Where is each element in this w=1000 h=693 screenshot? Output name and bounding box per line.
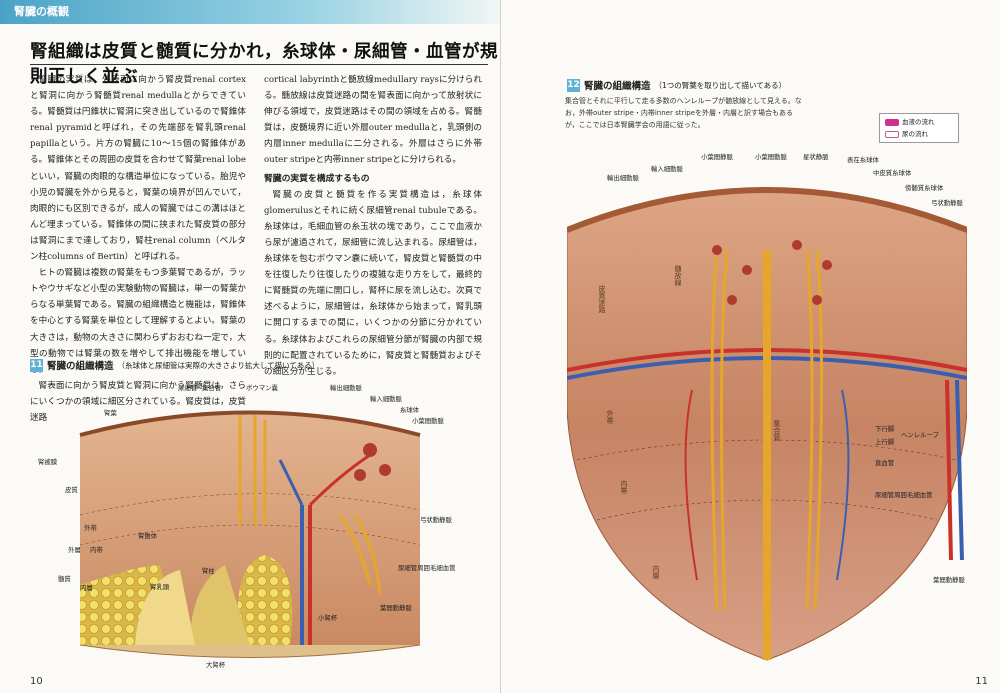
kidney-tissue-diagram xyxy=(79,410,421,658)
label-inner-zone: 内層 xyxy=(652,565,660,579)
label-glomerulus: 糸球体 xyxy=(400,406,420,414)
left-page: 腎臓の概観 腎組織は皮質と髄質に分かれ，糸球体・尿細管・血管が規則正しく並ぶ 腎… xyxy=(0,0,500,693)
headline-rule xyxy=(30,64,488,65)
label-interlobar-vessels: 葉間動静脈 xyxy=(380,604,412,612)
label-peritubular-capillaries: 尿細管周囲毛細血管 xyxy=(875,491,933,499)
paragraph: cortical labyrinthと髄放線medullary raysに分けら… xyxy=(264,75,482,166)
label-medullary-ray: 髄放線 xyxy=(674,265,682,286)
renal-lobe-diagram xyxy=(567,187,967,661)
label-vasa-recta: 直血管 xyxy=(875,459,895,467)
text-column-1: 腎臓の実質は，外表面に向かう腎皮質renal cortexと腎洞に向かう腎髄質r… xyxy=(30,72,246,426)
subheading: 腎臓の実質を構成するもの xyxy=(264,173,370,184)
figure-note: （1つの腎葉を取り出して描いてある） xyxy=(654,80,787,90)
label-stellate-vein: 星状静脈 xyxy=(803,153,829,161)
figure-title: 腎臓の組織構造 xyxy=(584,81,651,92)
label-cortex: 皮質 xyxy=(65,486,78,494)
paragraph: 腎表面に向かう腎皮質と腎洞に向かう腎髄質は，さらにいくつかの領域に細区分されてい… xyxy=(30,380,246,423)
label-outer-stripe: 外帯 xyxy=(84,524,97,532)
figure-number: 11 xyxy=(30,358,43,372)
label-cortical-labyrinth: 皮質迷路 xyxy=(598,285,606,313)
label-inner-zone: 内層 xyxy=(80,584,93,592)
label-midcortical-glomerulus: 中皮質糸球体 xyxy=(873,169,912,177)
label-collecting-duct: 集合管 xyxy=(202,384,222,392)
label-descending-limb: 下行脚 xyxy=(875,425,895,433)
blood-flow-arrow-icon xyxy=(885,118,899,126)
label-interlobular-artery: 小葉間動脈 xyxy=(412,417,444,425)
label-interlobular-artery: 小葉間動脈 xyxy=(755,153,787,161)
label-afferent-arteriole: 輸入細動脈 xyxy=(651,165,683,173)
figure-12-caption: 12 腎臓の組織構造 （1つの腎葉を取り出して描いてある） xyxy=(567,78,786,92)
label-renal-lobe: 腎葉 xyxy=(104,409,117,417)
label-interlobar-vessels: 葉間動静脈 xyxy=(933,576,965,584)
label-major-calyx: 大腎杯 xyxy=(206,661,226,669)
figure-title: 腎臓の組織構造 xyxy=(47,361,114,372)
legend-blood: 血液の流れ xyxy=(902,118,935,126)
label-inner-stripe: 内帯 xyxy=(90,546,103,554)
label-interlobular-vein: 小葉間静脈 xyxy=(701,153,733,161)
label-henle-loop: ヘンレループ xyxy=(901,431,939,439)
label-ascending-limb: 上行脚 xyxy=(875,438,895,446)
text-column-2: cortical labyrinthと髄放線medullary raysに分けら… xyxy=(264,72,482,380)
label-tubule: 尿細管 xyxy=(178,384,198,392)
label-inner-stripe: 内帯 xyxy=(620,480,628,494)
label-medulla: 髄質 xyxy=(58,575,71,583)
label-outer-stripe: 外帯 xyxy=(606,410,614,424)
label-pyramid: 腎錐体 xyxy=(138,532,158,540)
label-capsule: 腎被膜 xyxy=(38,458,58,466)
figure-11-caption: 11 腎臓の組織構造 （糸球体と尿細管は実際の大きさより拡大して描いてある） xyxy=(30,358,319,372)
legend-urine: 尿の流れ xyxy=(902,130,928,138)
label-superficial-glomerulus: 表在糸球体 xyxy=(847,156,879,164)
page-headline: 腎組織は皮質と髄質に分かれ，糸球体・尿細管・血管が規則正しく並ぶ xyxy=(30,42,498,87)
label-minor-calyx: 小腎杯 xyxy=(318,614,338,622)
label-collecting-duct: 集合管 xyxy=(773,420,781,441)
figure-note: （糸球体と尿細管は実際の大きさより拡大して描いてある） xyxy=(117,360,320,370)
label-efferent-arteriole: 輸出細動脈 xyxy=(330,384,362,392)
label-juxtamedullary-glomerulus: 傍髄質糸球体 xyxy=(905,184,944,192)
label-efferent-arteriole: 輸出細動脈 xyxy=(607,174,639,182)
paragraph: 腎臓の実質は，外表面に向かう腎皮質renal cortexと腎洞に向かう腎髄質r… xyxy=(30,75,246,263)
urine-flow-arrow-icon xyxy=(885,130,899,138)
label-arcuate-vessels: 弓状動静脈 xyxy=(931,199,963,207)
flow-legend: 血液の流れ 尿の流れ xyxy=(879,113,959,143)
page-number-left: 10 xyxy=(30,676,43,687)
label-bowman-capsule: ボウマン嚢 xyxy=(246,384,278,392)
figure-12-description: 集合管とそれに平行して走る多数のヘンレループが髄放線として見える。なお，外帯ou… xyxy=(565,97,802,129)
right-page: 12 腎臓の組織構造 （1つの腎葉を取り出して描いてある） 集合管とそれに平行し… xyxy=(500,0,1000,693)
figure-number: 12 xyxy=(567,78,580,92)
label-arcuate-vessels: 弓状動静脈 xyxy=(420,516,452,524)
label-afferent-arteriole: 輸入細動脈 xyxy=(370,395,402,403)
label-renal-column: 腎柱 xyxy=(202,567,215,575)
paragraph: 腎臓の皮質と髄質を作る実質構造は，糸球体glomerulusとそれに続く尿細管r… xyxy=(264,189,482,377)
label-peritubular-capillaries: 尿細管周囲毛細血管 xyxy=(398,564,456,572)
page-number-right: 11 xyxy=(975,676,988,687)
label-papilla: 腎乳頭 xyxy=(150,583,170,591)
label-outer-zone: 外層 xyxy=(68,546,81,554)
section-tab: 腎臓の概観 xyxy=(0,0,500,24)
